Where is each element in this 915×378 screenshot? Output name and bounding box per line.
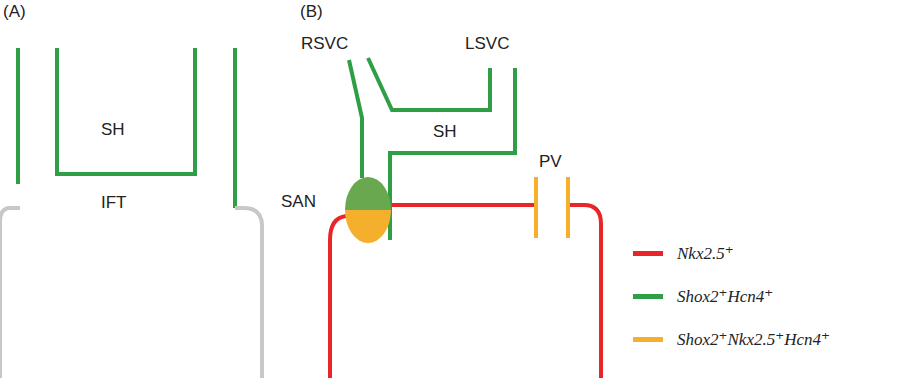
part-label: SH [101, 121, 125, 138]
part-label: SH [433, 123, 457, 140]
part-label: RSVC [301, 35, 348, 52]
legend-row: Nkx2.5⁺ [633, 243, 734, 264]
part-label: IFT [101, 194, 127, 211]
part-label: PV [539, 153, 562, 170]
legend-text: Shox2⁺Nkx2.5⁺Hcn4⁺ [677, 329, 830, 350]
part-label: SAN [281, 193, 316, 210]
legend-swatch [633, 294, 663, 299]
legend-swatch [633, 337, 663, 342]
part-label: (B) [300, 3, 323, 20]
legend-text: Nkx2.5⁺ [677, 243, 734, 264]
legend-swatch [633, 251, 663, 256]
legend-row: Shox2⁺Nkx2.5⁺Hcn4⁺ [633, 329, 830, 350]
legend-row: Shox2⁺Hcn4⁺ [633, 286, 773, 307]
legend-text: Shox2⁺Hcn4⁺ [677, 286, 773, 307]
part-label: (A) [3, 3, 26, 20]
part-label: LSVC [465, 35, 509, 52]
